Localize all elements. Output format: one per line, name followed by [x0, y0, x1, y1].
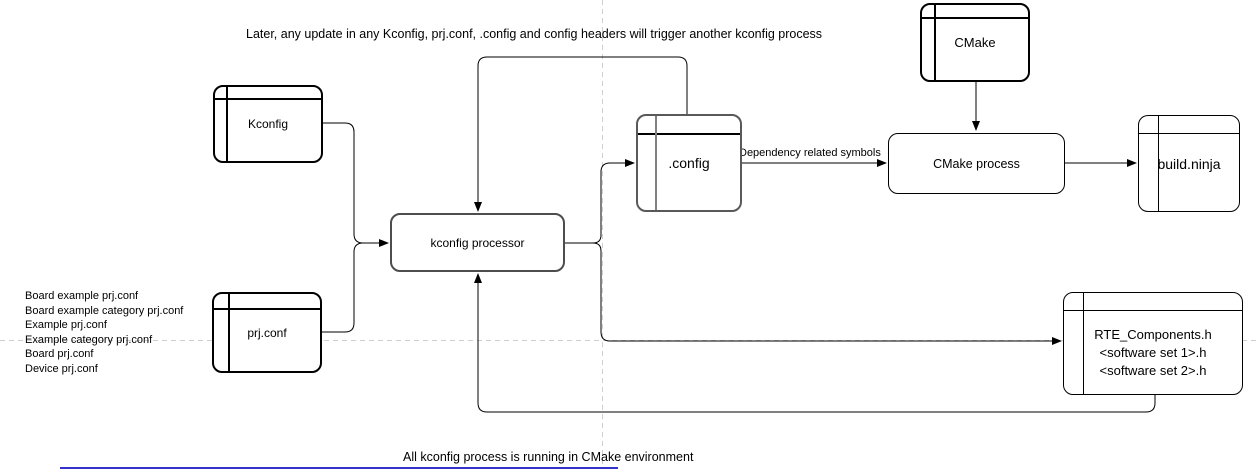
h-divider — [1139, 133, 1239, 134]
node-cmake-process: CMake process — [888, 133, 1065, 194]
edge-fork-to-rte — [592, 242, 1062, 345]
list-item: Board example category prj.conf — [25, 304, 184, 317]
node-label: build.ninja — [1157, 155, 1221, 172]
node-label: .config — [668, 155, 710, 171]
v-divider — [228, 294, 230, 371]
dependency-edge-label: Dependency related symbols — [739, 147, 881, 159]
edge-rte-feedback-to-processor — [474, 273, 1156, 413]
node-label: CMake — [954, 35, 996, 50]
h-divider — [1064, 310, 1242, 311]
edge-config-feedback-to-processor — [474, 56, 688, 212]
top-note: Later, any update in any Kconfig, prj.co… — [246, 27, 823, 41]
v-divider — [226, 87, 228, 161]
edge-prjconf-to-merge — [322, 242, 364, 333]
edge-kconfig-to-processor — [323, 122, 389, 247]
node-kconfig: Kconfig — [213, 85, 323, 163]
node-label: prj.conf — [247, 325, 287, 340]
h-divider — [638, 133, 740, 135]
list-item: Example prj.conf — [25, 319, 107, 332]
v-divider — [1083, 293, 1084, 394]
node-buildninja: build.ninja — [1138, 115, 1240, 212]
v-divider — [1158, 116, 1159, 211]
node-label: Kconfig — [247, 117, 289, 131]
node-rte-components: RTE_Components.h <software set 1>.h <sof… — [1063, 292, 1243, 395]
node-cmake: CMake — [920, 3, 1030, 82]
v-divider — [655, 116, 657, 210]
list-item: Device prj.conf — [25, 362, 98, 375]
list-item: Board prj.conf — [25, 348, 94, 361]
rte-line: RTE_Components.h — [1094, 326, 1212, 342]
list-item: Example category prj.conf — [25, 333, 153, 346]
prjconf-variants-list: Board example prj.conf Board example cat… — [25, 289, 183, 377]
node-prjconf: prj.conf — [212, 292, 322, 373]
h-divider — [215, 98, 321, 100]
bottom-note: All kconfig process is running in CMake … — [403, 450, 694, 464]
v-divider — [934, 5, 936, 80]
node-kconfig-processor: kconfig processor — [390, 213, 565, 272]
rte-line: <software set 2>.h — [1099, 362, 1207, 378]
h-divider — [214, 308, 320, 310]
bottom-underline-artifact — [60, 467, 618, 469]
rte-line: <software set 1>.h — [1099, 344, 1207, 360]
edge-fork-to-config — [592, 159, 635, 244]
node-config: .config — [636, 114, 742, 212]
h-divider — [922, 17, 1028, 19]
list-item: Board example prj.conf — [25, 290, 139, 302]
node-label: RTE_Components.h <software set 1>.h <sof… — [1064, 293, 1242, 394]
